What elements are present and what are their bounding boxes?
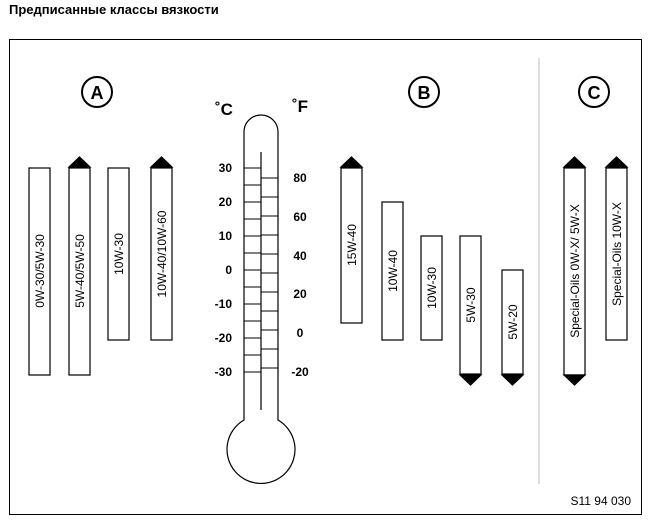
grade-bar-b3 — [420, 235, 443, 341]
grade-label-b1: 15W-40 — [345, 224, 359, 266]
celsius-tick-label: -10 — [215, 297, 233, 311]
arrow-up-icon — [604, 156, 629, 168]
group-c-circle — [578, 76, 610, 108]
thermometer: ˚C ˚F 30 20 10 0 -10 -20 -30 — [215, 97, 309, 484]
grade-bar-a3 — [107, 167, 130, 341]
arrow-up-icon — [562, 156, 587, 168]
celsius-tick-label: 0 — [225, 263, 232, 277]
fahrenheit-tick-label: 0 — [297, 326, 304, 340]
grade-label-a3: 10W-30 — [112, 233, 126, 275]
grade-label-c2: Special-Oils 10W-X — [610, 202, 624, 306]
fahrenheit-tick-label: -20 — [291, 365, 309, 379]
grade-bar-b1 — [340, 167, 363, 324]
grade-bar-a1 — [28, 167, 51, 376]
arrow-up-icon — [149, 156, 174, 168]
grade-bar-b2 — [381, 201, 404, 341]
fahrenheit-tick-label: 80 — [293, 171, 307, 185]
group-c-label: C — [588, 83, 601, 103]
grade-label-b5: 5W-20 — [506, 304, 520, 339]
group-a-circle — [81, 76, 113, 108]
celsius-tick-label: -20 — [215, 331, 233, 345]
fahrenheit-unit: ˚F — [292, 97, 308, 116]
viscosity-diagram-frame: A B C ˚C ˚F 30 — [9, 39, 642, 515]
grade-label-a2: 5W-40/5W-50 — [73, 234, 87, 308]
grade-label-b4: 5W-30 — [464, 287, 478, 322]
grade-bar-b5 — [501, 269, 524, 375]
grade-bar-b4 — [459, 235, 482, 375]
arrow-down-icon — [500, 374, 525, 386]
arrow-down-icon — [458, 374, 483, 386]
grade-label-a4: 10W-40/10W-60 — [155, 210, 169, 297]
group-b-circle — [408, 76, 440, 108]
celsius-tick-label: 20 — [219, 195, 233, 209]
page-title: Предписанные классы вязкости — [9, 2, 219, 17]
grade-label-c1: Special-Oils 0W-X/ 5W-X — [568, 204, 582, 338]
arrow-down-icon — [562, 374, 587, 386]
grade-label-b2: 10W-40 — [386, 250, 400, 292]
group-b-label: B — [418, 83, 431, 103]
arrow-up-icon — [67, 156, 92, 168]
fahrenheit-tick-label: 40 — [293, 249, 307, 263]
fahrenheit-tick-label: 60 — [293, 210, 307, 224]
arrow-up-icon — [339, 156, 364, 168]
celsius-tick-label: -30 — [215, 365, 233, 379]
grade-bar-a2 — [68, 167, 91, 376]
group-a-label: A — [91, 83, 104, 103]
grade-bar-c2 — [605, 167, 628, 341]
celsius-tick-label: 10 — [219, 229, 233, 243]
grade-label-a1: 0W-30/5W-30 — [33, 234, 47, 308]
grade-bar-a4 — [150, 167, 173, 341]
celsius-unit: ˚C — [215, 100, 233, 119]
fahrenheit-tick-label: 20 — [293, 287, 307, 301]
celsius-tick-label: 30 — [219, 161, 233, 175]
diagram-code: S11 94 030 — [570, 494, 632, 508]
grade-label-b3: 10W-30 — [425, 267, 439, 309]
viscosity-diagram: A B C ˚C ˚F 30 — [28, 58, 629, 484]
